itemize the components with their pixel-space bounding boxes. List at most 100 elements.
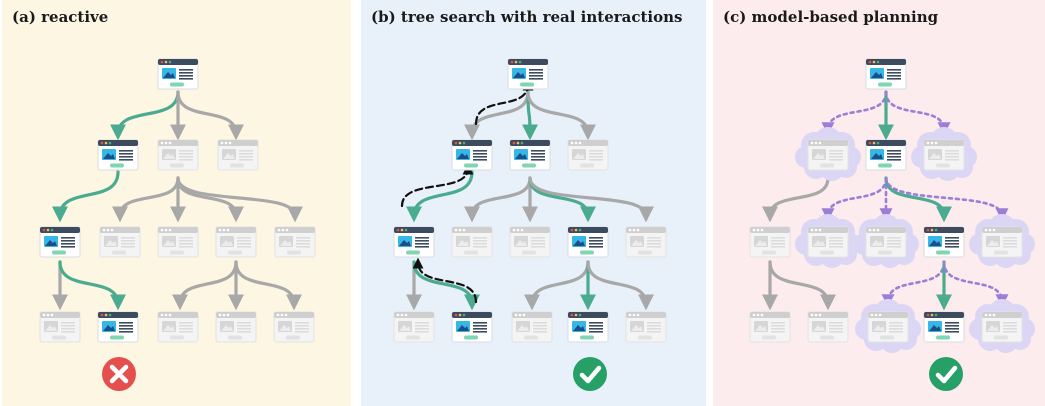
image-icon xyxy=(162,149,176,160)
image-icon xyxy=(279,236,293,247)
inactive-edge-arrow xyxy=(586,260,654,311)
image-icon xyxy=(220,321,234,332)
webpage-icon xyxy=(867,311,909,343)
webpage-icon xyxy=(807,311,849,343)
webpage-icon xyxy=(981,311,1023,343)
webpage-icon xyxy=(157,311,199,343)
image-icon xyxy=(812,236,826,247)
image-icon xyxy=(754,236,768,247)
webpage-icon xyxy=(215,226,257,258)
webpage-icon xyxy=(215,311,257,343)
inactive-edge-arrow xyxy=(524,260,590,311)
image-icon xyxy=(162,68,176,79)
panel-title: (c) model-based planning xyxy=(723,8,939,26)
image-icon xyxy=(102,149,116,160)
inactive-edge-arrow xyxy=(172,260,238,311)
image-icon xyxy=(456,321,470,332)
inactive-edge-arrow xyxy=(176,90,244,141)
image-icon xyxy=(928,149,942,160)
image-icon xyxy=(754,321,768,332)
active-edge-arrow xyxy=(58,260,126,311)
simulated-edge-arrow xyxy=(942,260,1009,308)
image-icon xyxy=(278,321,292,332)
webpage-icon xyxy=(625,311,667,343)
webpage-icon xyxy=(451,139,493,171)
image-icon xyxy=(44,321,58,332)
webpage-icon xyxy=(865,226,907,258)
webpage-icon xyxy=(749,311,791,343)
image-icon xyxy=(928,321,942,332)
webpage-icon xyxy=(749,226,791,258)
webpage-icon xyxy=(625,226,667,258)
image-icon xyxy=(986,321,1000,332)
check-icon xyxy=(573,357,607,391)
webpage-icon xyxy=(99,226,141,258)
image-icon xyxy=(572,149,586,160)
active-edge-arrow xyxy=(110,90,180,141)
webpage-icon xyxy=(217,139,259,171)
image-icon xyxy=(870,68,884,79)
image-icon xyxy=(398,321,412,332)
webpage-icon xyxy=(393,226,435,258)
image-icon xyxy=(870,149,884,160)
webpage-icon xyxy=(509,226,551,258)
image-icon xyxy=(220,236,234,247)
image-icon xyxy=(456,236,470,247)
webpage-icon xyxy=(451,311,493,343)
webpage-icon xyxy=(39,226,81,258)
backtrack-edge-arrow xyxy=(412,257,478,304)
active-edge-arrow xyxy=(406,170,474,223)
simulated-edge-arrow xyxy=(821,176,888,222)
webpage-icon xyxy=(157,139,199,171)
webpage-icon xyxy=(393,311,435,343)
webpage-icon xyxy=(567,226,609,258)
image-icon xyxy=(456,149,470,160)
image-icon xyxy=(928,236,942,247)
image-icon xyxy=(630,236,644,247)
active-edge-arrow xyxy=(52,170,120,223)
image-icon xyxy=(104,236,118,247)
check-icon xyxy=(929,357,963,391)
webpage-icon xyxy=(97,311,139,343)
inactive-edge-arrow xyxy=(762,176,830,223)
webpage-icon xyxy=(923,311,965,343)
active-edge-arrow xyxy=(412,260,480,311)
image-icon xyxy=(870,236,884,247)
image-icon xyxy=(514,149,528,160)
image-icon xyxy=(812,321,826,332)
simulated-edge-arrow xyxy=(881,260,946,308)
webpage-icon xyxy=(923,226,965,258)
webpage-icon xyxy=(567,139,609,171)
webpage-icon xyxy=(865,58,907,90)
image-icon xyxy=(812,149,826,160)
image-icon xyxy=(102,321,116,332)
webpage-icon xyxy=(567,311,609,343)
simulated-edge-arrow xyxy=(884,176,1009,222)
image-icon xyxy=(44,236,58,247)
image-icon xyxy=(986,236,1000,247)
cross-icon xyxy=(102,357,136,391)
webpage-icon xyxy=(807,226,849,258)
webpage-icon xyxy=(451,226,493,258)
webpage-icon xyxy=(923,139,965,171)
webpage-icon xyxy=(865,139,907,171)
image-icon xyxy=(872,321,886,332)
webpage-icon xyxy=(981,226,1023,258)
inactive-edge-arrow xyxy=(464,90,530,141)
inactive-edge-arrow xyxy=(234,260,302,311)
inactive-edge-arrow xyxy=(464,176,532,223)
webpage-icon xyxy=(157,226,199,258)
image-icon xyxy=(162,236,176,247)
image-icon xyxy=(512,68,526,79)
image-icon xyxy=(572,236,586,247)
webpage-icon xyxy=(157,58,199,90)
webpage-icon xyxy=(39,311,81,343)
image-icon xyxy=(572,321,586,332)
inactive-edge-arrow xyxy=(526,90,596,141)
webpage-icon xyxy=(807,139,849,171)
backtrack-edge-arrow xyxy=(474,79,534,126)
backtrack-edge-arrow xyxy=(400,163,474,208)
webpage-icon xyxy=(97,139,139,171)
webpage-icon xyxy=(511,311,553,343)
